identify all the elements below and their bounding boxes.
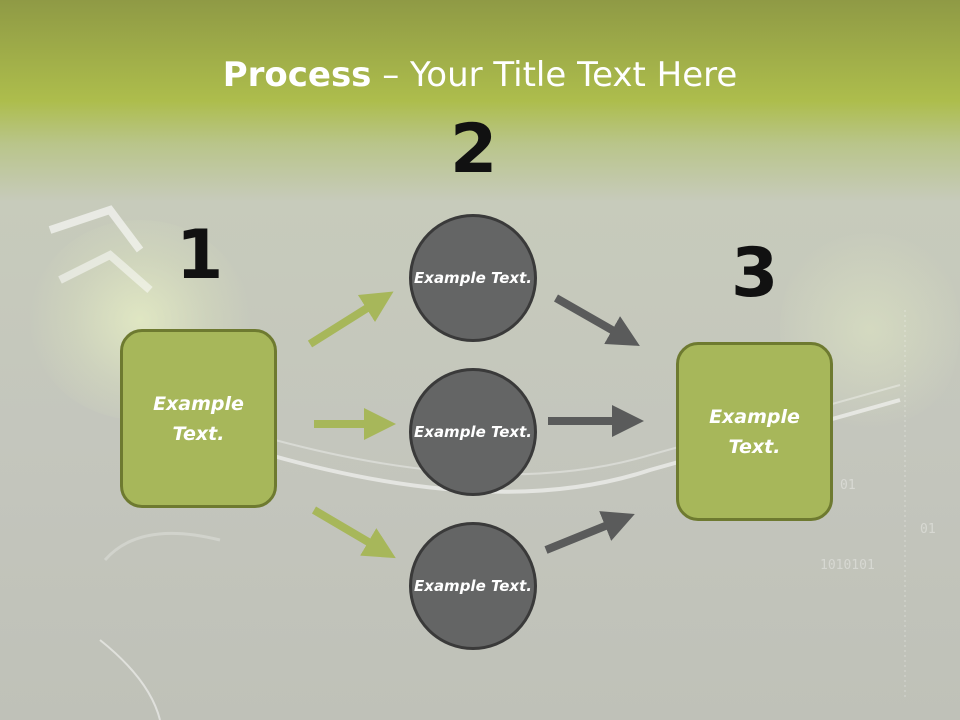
middle-node-1: Example Text. xyxy=(409,214,537,342)
middle-node-1-label: Example Text. xyxy=(414,268,532,287)
middle-node-3: Example Text. xyxy=(409,522,537,650)
middle-node-3-label: Example Text. xyxy=(414,576,532,595)
step-number-1: 1 xyxy=(176,216,224,295)
arrow-1-to-node-1 xyxy=(307,291,394,348)
arrow-node-3-to-3 xyxy=(544,511,635,554)
step-box-3: Example Text. xyxy=(676,342,833,521)
middle-node-2-label: Example Text. xyxy=(414,422,532,441)
title-rest: – Your Title Text Here xyxy=(371,55,738,95)
step-number-2: 2 xyxy=(450,110,498,189)
step-box-3-label: Example Text. xyxy=(709,405,800,458)
slide-title: Process – Your Title Text Here xyxy=(0,52,960,98)
background-binary-1: 1010101 xyxy=(820,558,875,573)
step-number-3: 3 xyxy=(731,234,779,313)
arrow-1-to-node-3 xyxy=(311,506,396,559)
step-box-1: Example Text. xyxy=(120,329,277,508)
background-binary-2: 01 xyxy=(840,478,856,493)
step-box-1-label: Example Text. xyxy=(153,392,244,445)
middle-node-2: Example Text. xyxy=(409,368,537,496)
arrow-node-1-to-3 xyxy=(554,294,640,346)
title-bold: Process xyxy=(222,55,372,95)
background-binary-3: 01 xyxy=(920,522,936,537)
